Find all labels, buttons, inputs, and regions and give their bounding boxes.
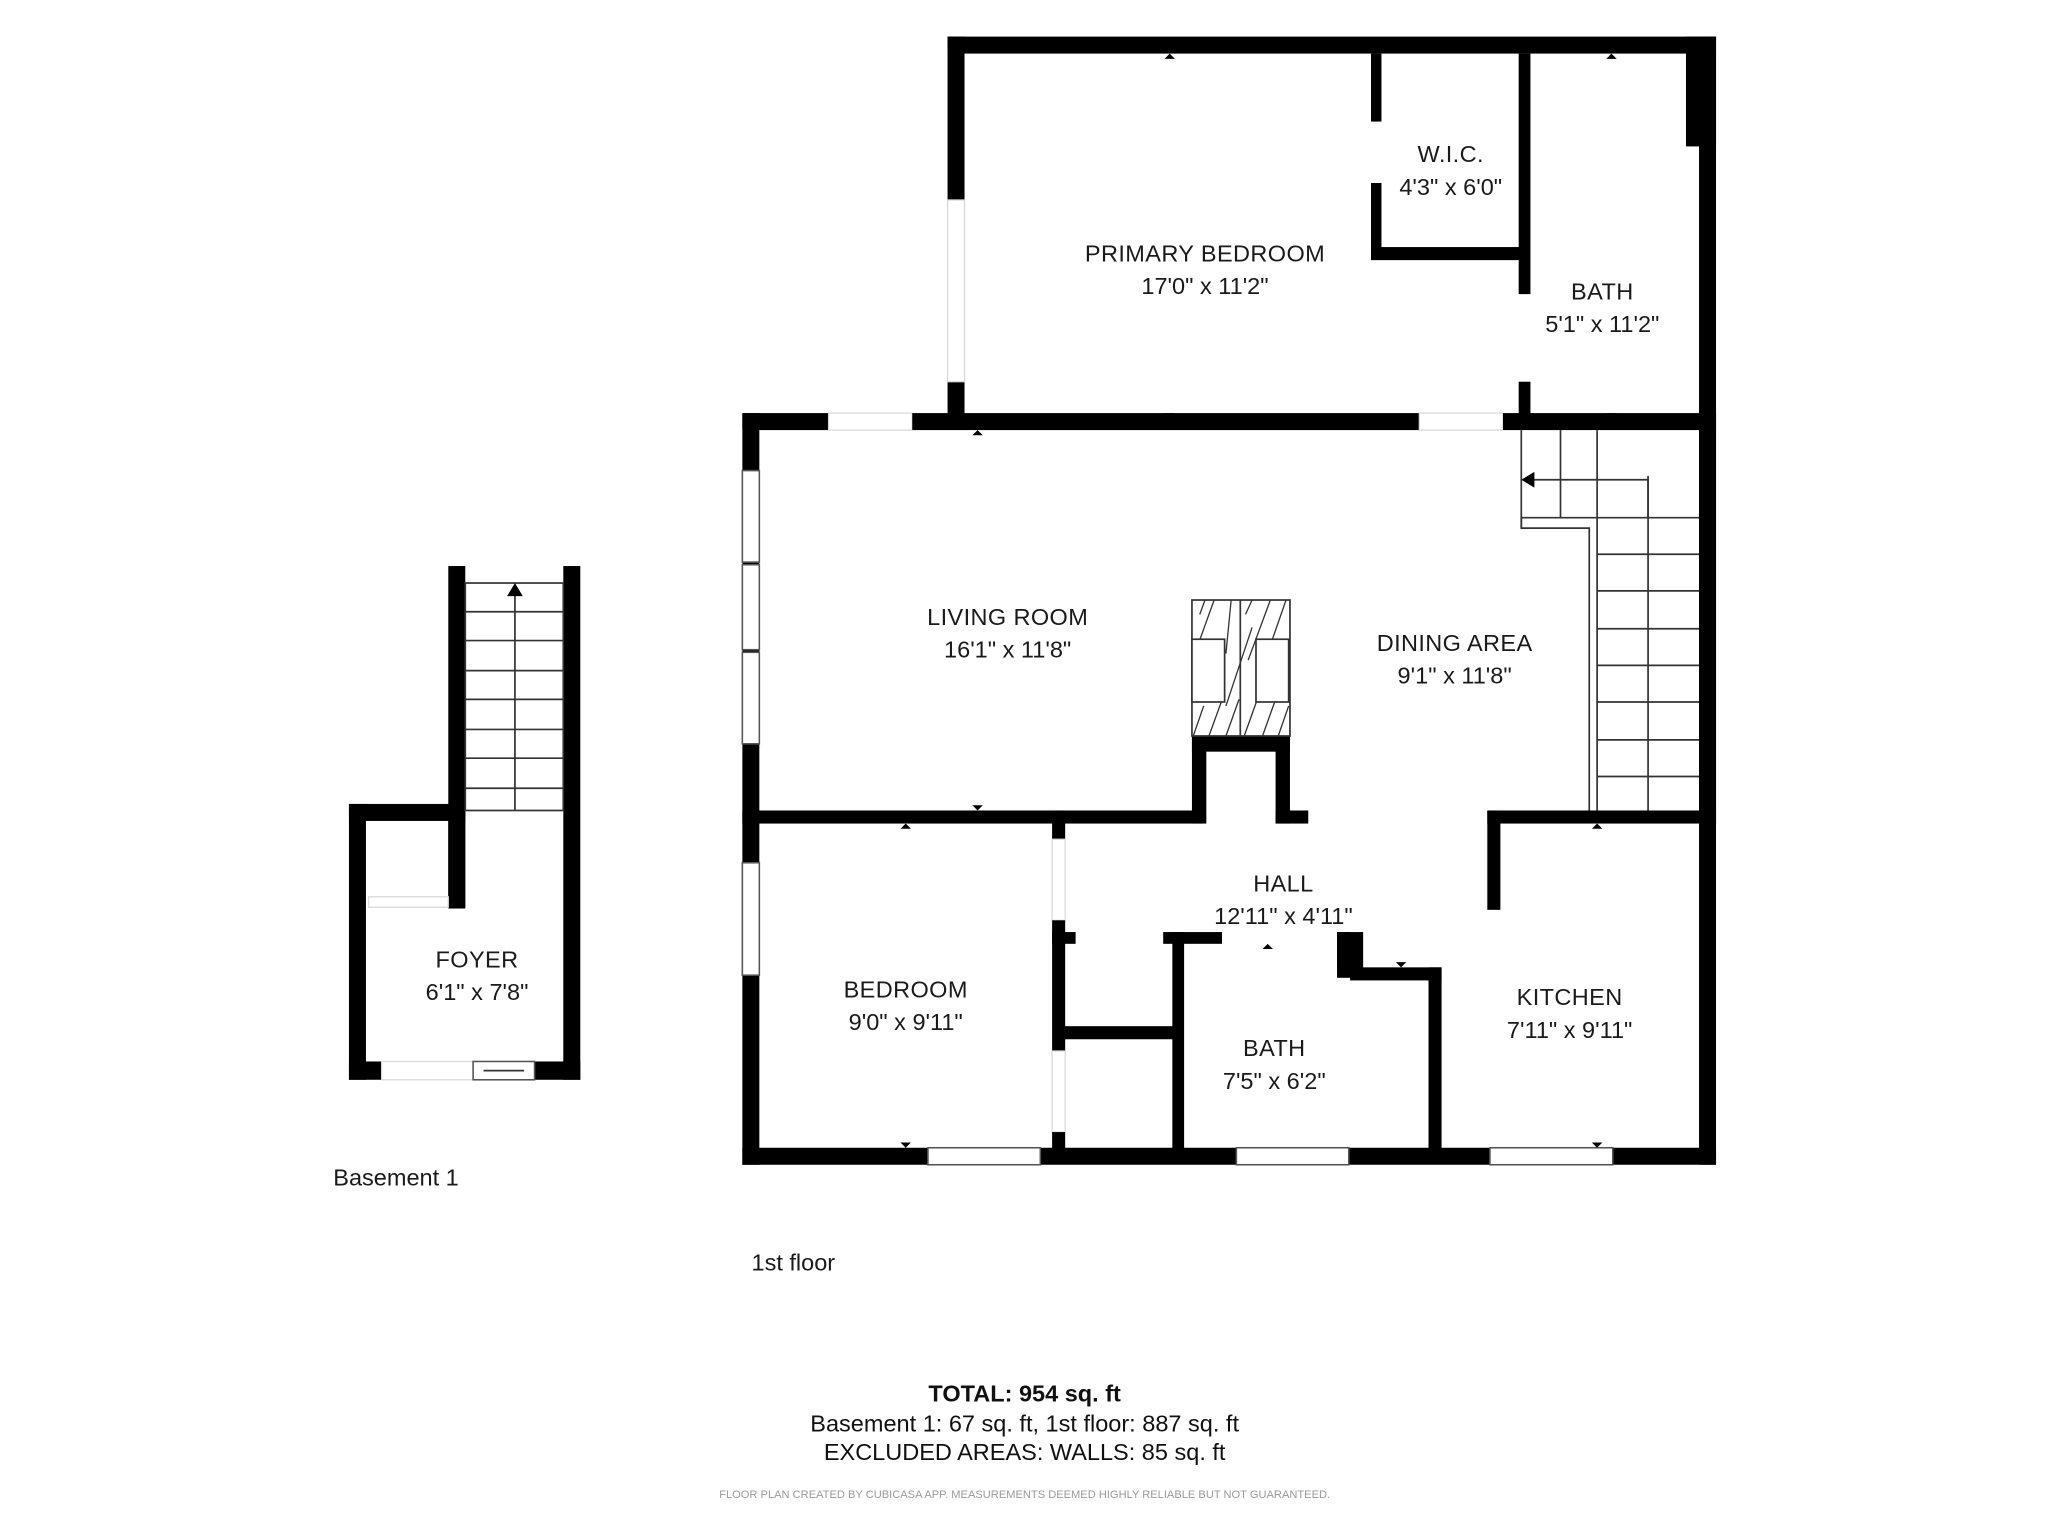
room-dimensions: 7'11" x 9'11" <box>1507 1017 1632 1043</box>
room-dimensions: 7'5" x 6'2" <box>1223 1068 1326 1094</box>
room-bedroom: BEDROOM 9'0" x 9'11" <box>844 976 968 1035</box>
fireplace <box>1191 599 1291 737</box>
disclaimer: FLOOR PLAN CREATED BY CUBICASA APP. MEAS… <box>719 1489 1330 1501</box>
dimension-markers <box>900 53 1617 1148</box>
room-label: HALL <box>1253 871 1313 897</box>
basement-walls <box>348 566 581 1081</box>
room-kitchen: KITCHEN 7'11" x 9'11" <box>1507 984 1632 1043</box>
room-label: PRIMARY BEDROOM <box>1085 240 1325 266</box>
room-dimensions: 5'1" x 11'2" <box>1545 311 1659 337</box>
area-summary: TOTAL: 954 sq. ft Basement 1: 67 sq. ft,… <box>719 1380 1330 1501</box>
room-primary-bedroom: PRIMARY BEDROOM 17'0" x 11'2" <box>1085 240 1325 299</box>
room-primary-bath: BATH 5'1" x 11'2" <box>1545 278 1659 337</box>
floor-label-basement: Basement 1 <box>333 1165 458 1191</box>
room-label: LIVING ROOM <box>927 604 1088 630</box>
room-label: BEDROOM <box>844 976 968 1002</box>
room-dimensions: 12'11" x 4'11" <box>1214 903 1353 929</box>
basement-plan: FOYER 6'1" x 7'8" Basement 1 <box>333 566 581 1191</box>
room-label: FOYER <box>436 946 519 972</box>
room-label: W.I.C. <box>1418 141 1484 167</box>
staircase-basement <box>464 582 565 812</box>
room-dimensions: 6'1" x 7'8" <box>426 979 529 1005</box>
room-bath: BATH 7'5" x 6'2" <box>1223 1035 1326 1094</box>
room-dining-area: DINING AREA 9'1" x 11'8" <box>1377 630 1533 689</box>
room-label: KITCHEN <box>1517 984 1623 1010</box>
room-dimensions: 4'3" x 6'0" <box>1399 174 1502 200</box>
floor-label-first: 1st floor <box>751 1250 835 1276</box>
room-dimensions: 9'0" x 9'11" <box>849 1009 963 1035</box>
staircase-main <box>1520 430 1700 811</box>
main-walls <box>741 412 1717 1166</box>
first-floor-plan: PRIMARY BEDROOM 17'0" x 11'2" W.I.C. 4'3… <box>741 36 1717 1276</box>
area-breakdown: Basement 1: 67 sq. ft, 1st floor: 887 sq… <box>810 1410 1239 1436</box>
room-label: BATH <box>1571 278 1634 304</box>
room-dimensions: 17'0" x 11'2" <box>1141 273 1268 299</box>
room-living-room: LIVING ROOM 16'1" x 11'8" <box>927 604 1088 663</box>
room-dimensions: 16'1" x 11'8" <box>944 637 1071 663</box>
room-label: DINING AREA <box>1377 630 1533 656</box>
room-wic: W.I.C. 4'3" x 6'0" <box>1399 141 1502 200</box>
room-foyer: FOYER 6'1" x 7'8" <box>426 946 529 1005</box>
room-hall: HALL 12'11" x 4'11" <box>1214 871 1353 930</box>
total-area: TOTAL: 954 sq. ft <box>928 1380 1121 1406</box>
excluded-areas: EXCLUDED AREAS: WALLS: 85 sq. ft <box>824 1439 1226 1465</box>
room-dimensions: 9'1" x 11'8" <box>1398 663 1512 689</box>
room-label: BATH <box>1243 1035 1306 1061</box>
